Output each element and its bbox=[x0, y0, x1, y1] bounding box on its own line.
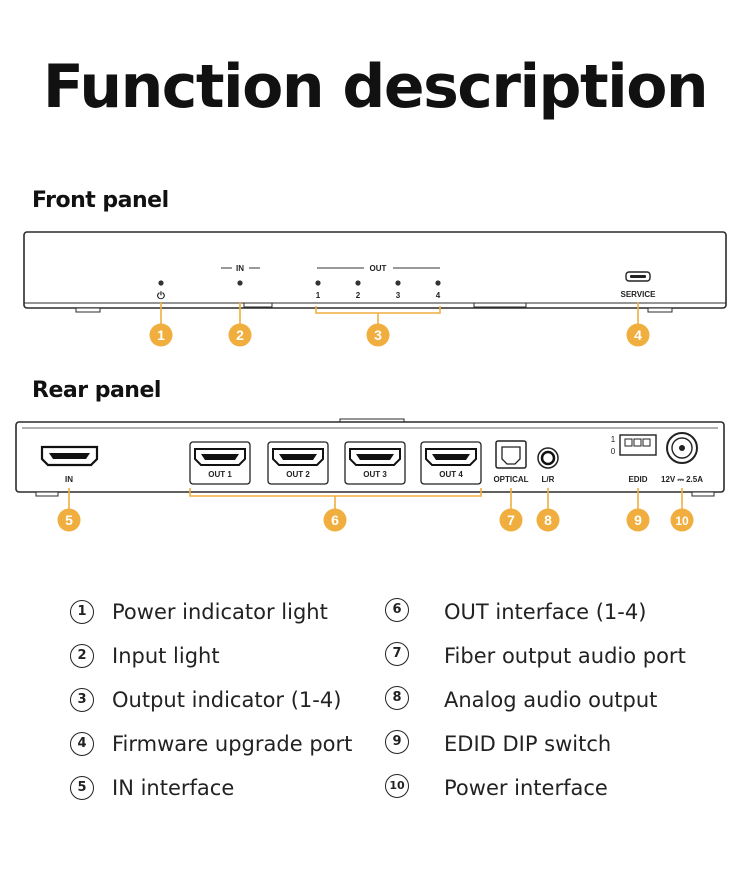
front-out-label: OUT bbox=[370, 264, 387, 273]
callout-8: 8 bbox=[544, 512, 552, 528]
rear-out-1-label: OUT 1 bbox=[208, 470, 232, 479]
legend-item-4: Firmware upgrade port bbox=[112, 732, 353, 756]
edid-label: EDID bbox=[628, 475, 647, 484]
legend-num-8: 8 bbox=[385, 686, 409, 710]
rear-in-label: IN bbox=[65, 475, 73, 484]
legend-item-1: Power indicator light bbox=[112, 600, 328, 624]
callout-5: 5 bbox=[65, 512, 73, 528]
callout-3-badge bbox=[366, 323, 390, 347]
callout-4: 4 bbox=[634, 327, 642, 343]
callout-9: 9 bbox=[634, 512, 642, 528]
front-foot-right bbox=[647, 307, 673, 313]
legend-item-5: IN interface bbox=[112, 776, 235, 800]
legend-num-2: 2 bbox=[70, 644, 94, 668]
hdmi-out-1-port-icon bbox=[189, 441, 251, 485]
callout-7: 7 bbox=[507, 512, 515, 528]
callout-2: 2 bbox=[236, 327, 244, 343]
hdmi-in-port-icon bbox=[40, 445, 99, 467]
rear-foot-right bbox=[691, 491, 715, 497]
legend-num-10: 10 bbox=[385, 774, 409, 798]
legend-item-8: Analog audio output bbox=[444, 688, 658, 712]
legend-num-1: 1 bbox=[70, 600, 94, 624]
power-rating-label: 12V ⎓ 2.5A bbox=[661, 475, 703, 484]
legend-item-3: Output indicator (1-4) bbox=[112, 688, 342, 712]
callout-6: 6 bbox=[331, 512, 339, 528]
callout-5-badge bbox=[57, 508, 81, 532]
out-number-1: 1 bbox=[316, 291, 321, 300]
legend-num-6: 6 bbox=[385, 598, 409, 622]
rear-out-2-label: OUT 2 bbox=[286, 470, 310, 479]
callout-1-badge bbox=[149, 323, 173, 347]
out-led-1-icon bbox=[315, 280, 321, 286]
dc-power-jack-icon bbox=[666, 432, 698, 464]
callout-10-badge bbox=[670, 508, 694, 532]
rear-out-3-label: OUT 3 bbox=[363, 470, 387, 479]
hdmi-out-2-port-icon bbox=[267, 441, 329, 485]
legend-num-5: 5 bbox=[70, 776, 94, 800]
callout-3: 3 bbox=[374, 327, 382, 343]
callout-2-badge bbox=[228, 323, 252, 347]
power-led-icon bbox=[158, 280, 164, 286]
front-panel: ⏻ IN OUT 1 2 3 4 SERVICE bbox=[23, 231, 727, 324]
service-label: SERVICE bbox=[621, 290, 657, 299]
legend-item-2: Input light bbox=[112, 644, 220, 668]
legend-num-3: 3 bbox=[70, 688, 94, 712]
front-slot-left bbox=[243, 302, 273, 308]
lr-label: L/R bbox=[542, 475, 555, 484]
dip-switch-icon bbox=[619, 434, 657, 456]
rear-panel: IN OUT 1 OUT 2 OUT 3 OUT 4 bbox=[15, 418, 725, 509]
legend-item-9: EDID DIP switch bbox=[444, 732, 612, 756]
page-title: Function description bbox=[42, 52, 709, 122]
audio-jack-icon bbox=[537, 447, 559, 469]
legend-num-7: 7 bbox=[385, 642, 409, 666]
rear-panel-heading: Rear panel bbox=[32, 378, 161, 403]
front-foot-left bbox=[75, 307, 101, 313]
callout-4-badge bbox=[626, 323, 650, 347]
switch-on-label: 1 bbox=[611, 435, 616, 444]
switch-off-label: 0 bbox=[611, 447, 616, 456]
legend-item-7: Fiber output audio port bbox=[444, 644, 686, 668]
callouts: 1 2 3 4 5 6 7 8 9 10 bbox=[57, 323, 694, 532]
legend-item-6: OUT interface (1-4) bbox=[444, 600, 647, 624]
callout-10: 10 bbox=[675, 514, 689, 528]
front-slot-right bbox=[473, 302, 527, 308]
callout-6-badge bbox=[323, 508, 347, 532]
legend-item-10: Power interface bbox=[444, 776, 608, 800]
out-number-2: 2 bbox=[356, 291, 361, 300]
optical-label: OPTICAL bbox=[493, 475, 528, 484]
callout-7-badge bbox=[499, 508, 523, 532]
out-led-4-icon bbox=[435, 280, 441, 286]
rear-foot-left bbox=[35, 491, 59, 497]
callout-8-badge bbox=[536, 508, 560, 532]
power-symbol-icon: ⏻ bbox=[157, 290, 165, 302]
input-led-icon bbox=[237, 280, 243, 286]
panel-diagram: ⏻ IN OUT 1 2 3 4 SERVICE bbox=[15, 231, 727, 532]
out-led-2-icon bbox=[355, 280, 361, 286]
out-number-3: 3 bbox=[396, 291, 401, 300]
out-led-3-icon bbox=[395, 280, 401, 286]
front-panel-body bbox=[23, 231, 727, 309]
front-panel-heading: Front panel bbox=[32, 188, 169, 213]
legend-num-9: 9 bbox=[385, 730, 409, 754]
optical-port-icon bbox=[495, 440, 527, 469]
legend-num-4: 4 bbox=[70, 732, 94, 756]
front-in-label: IN bbox=[236, 264, 244, 273]
callout-9-badge bbox=[626, 508, 650, 532]
hdmi-out-3-port-icon bbox=[344, 441, 406, 485]
hdmi-out-4-port-icon bbox=[420, 441, 482, 485]
out-number-4: 4 bbox=[436, 291, 441, 300]
rear-out-4-label: OUT 4 bbox=[439, 470, 463, 479]
callout-1: 1 bbox=[157, 327, 165, 343]
